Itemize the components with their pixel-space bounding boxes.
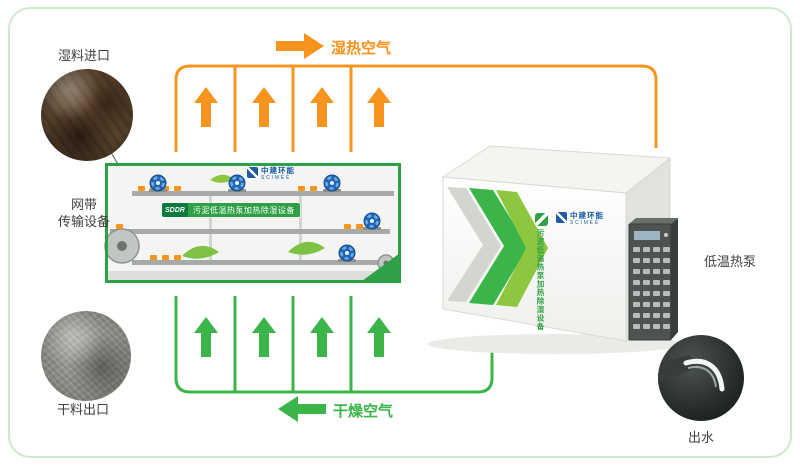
cabinet-indicator	[664, 233, 668, 237]
belt-conveyor-label-line1: 网带	[70, 197, 97, 212]
brand-mark-icon	[247, 167, 258, 178]
brand-name-en: SCIMEE	[261, 175, 291, 181]
water-outlet-label: 出水	[688, 430, 715, 445]
water-outlet-photo	[658, 335, 744, 421]
dry-air-flow-arrow	[278, 396, 326, 422]
brand-name-cn: 中建环能	[261, 166, 295, 175]
brand-mark-icon	[556, 212, 567, 223]
cabinet-screen	[634, 231, 660, 240]
humid-air-flow-arrow	[276, 33, 324, 59]
sddr-logo-icon	[535, 213, 548, 226]
dryer-product-banner: SDDR 污泥低温热泵加热除湿设备	[162, 203, 300, 217]
water-stream-graphic	[658, 355, 725, 392]
dry-outlet-label: 干料出口	[57, 402, 110, 417]
humid-air-pipe	[174, 64, 658, 152]
cabinet-keypad	[633, 247, 670, 332]
humid-air-up-arrows	[194, 87, 391, 127]
wet-inlet-label: 湿料进口	[58, 48, 111, 63]
dry-air-label: 干燥空气	[333, 403, 394, 420]
dryer-schematic	[104, 163, 401, 283]
dry-air-up-arrows	[194, 317, 391, 357]
brand-name-en: SCIMEE	[570, 220, 600, 226]
product-name-text: 污泥低温热泵加热除湿设备	[187, 203, 300, 217]
dry-sludge-photo	[41, 311, 131, 401]
machine-brand-logo: 中建环能 SCIMEE	[556, 212, 604, 227]
heat-pump-label: 低温热泵	[704, 254, 757, 269]
humid-air-label: 湿热空气	[331, 40, 392, 57]
control-cabinet	[628, 218, 678, 341]
conveyor-belts	[110, 191, 394, 265]
dryer-brand-logo: 中建环能 SCIMEE	[247, 167, 295, 182]
product-model-badge: SDDR	[162, 203, 188, 217]
dryer-frame	[105, 163, 401, 283]
machine-side-text: 污泥低温热泵加热除湿设备	[536, 229, 545, 331]
rounded-frame	[8, 7, 792, 458]
machine-chevrons	[447, 187, 548, 307]
belt-conveyor-label: 网带 传输设备	[52, 196, 116, 230]
green-decor	[182, 174, 400, 281]
belt-conveyor-label-line2: 传输设备	[57, 214, 110, 229]
heat-pump-machine	[428, 145, 684, 354]
brand-name-cn: 中建环能	[570, 211, 604, 220]
dry-air-pipe	[174, 296, 494, 394]
wet-sludge-photo	[41, 69, 133, 161]
